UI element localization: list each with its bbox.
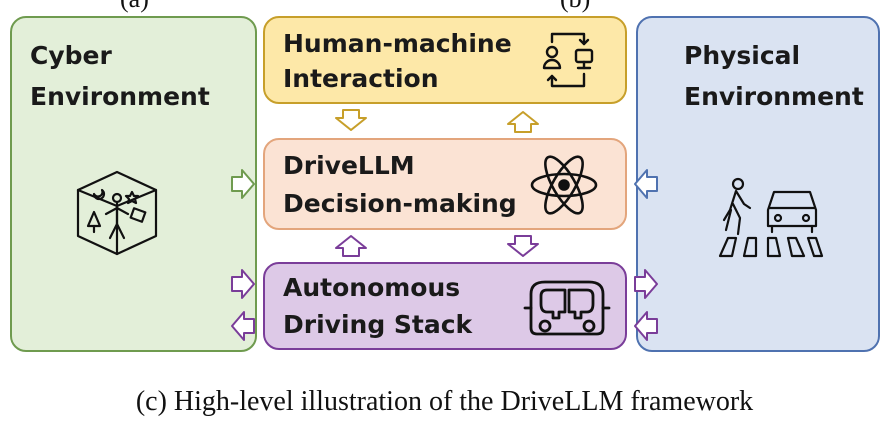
virtual-world-cube-icon [76,170,158,256]
physical-title-line1: Physical [684,41,801,70]
drivellm-title-line1: DriveLLM [283,151,415,180]
arrow-right-ads-to-physical [634,269,658,299]
physical-environment-box: Physical Environment [636,16,880,352]
arrow-down-llm-to-ads [507,235,539,257]
drivellm-box: DriveLLM Decision-making [263,138,627,230]
arrow-left-physical-to-ads [634,311,658,341]
ads-box: Autonomous Driving Stack [263,262,627,350]
hmi-box: Human-machine Interaction [263,16,627,104]
drivellm-title-line2: Decision-making [283,189,517,218]
interaction-loop-icon [542,32,594,88]
hmi-title-line1: Human-machine [283,29,512,58]
arrow-left-ads-to-cyber [231,311,255,341]
pedestrian-car-crosswalk-icon [718,177,824,258]
hmi-title-line2: Interaction [283,64,439,93]
figure-caption: (c) High-level illustration of the Drive… [135,386,754,417]
ads-title-line1: Autonomous [283,273,461,302]
arrow-left-physical-to-llm [634,169,658,199]
arrow-down-hmi-to-llm [335,109,367,131]
arrow-up-ads-to-llm [335,235,367,257]
atom-icon [530,155,598,215]
partial-caption-right: (b) [560,0,590,14]
autonomous-shuttle-icon [523,280,611,336]
cyber-environment-box: Cyber Environment [10,16,257,352]
physical-title-line2: Environment [684,82,864,111]
partial-caption-left: (a) [120,0,149,14]
arrow-right-cyber-to-ads [231,269,255,299]
arrow-up-llm-to-hmi [507,111,539,133]
cyber-title-line2: Environment [30,82,210,111]
ads-title-line2: Driving Stack [283,310,473,339]
cyber-title-line1: Cyber [30,41,112,70]
arrow-right-cyber-to-llm [231,169,255,199]
